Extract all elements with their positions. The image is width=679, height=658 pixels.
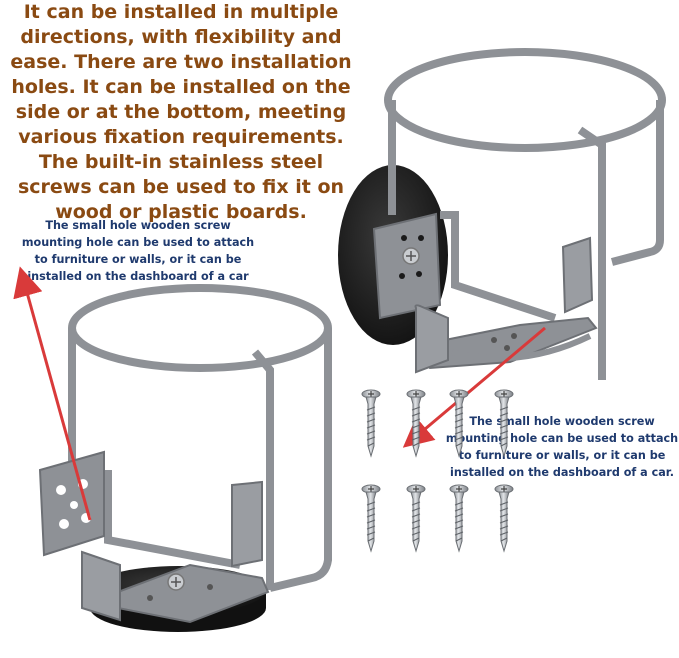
wood-screw-icon — [449, 389, 469, 457]
wood-screw-icon — [361, 484, 381, 552]
wood-screw-icon — [494, 484, 514, 552]
headline-text: It can be installed in multiple directio… — [10, 1, 352, 223]
wood-screw-icon — [406, 484, 426, 552]
left-mounting-note: The small hole wooden screw mounting hol… — [21, 219, 255, 283]
wood-screw-icon — [361, 389, 381, 457]
right-cup-holder — [338, 48, 666, 380]
wood-screw-icon — [406, 389, 426, 457]
left-pointer-arrow — [13, 266, 92, 521]
wood-screw-icon — [494, 389, 514, 457]
right-pointer-arrow — [402, 326, 546, 448]
wood-screw-icon — [449, 484, 469, 552]
left-cup-holder — [38, 284, 332, 632]
